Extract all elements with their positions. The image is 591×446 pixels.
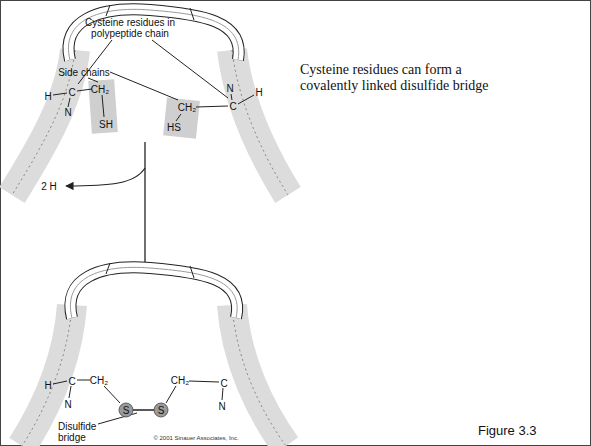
polypeptide-strand (12, 50, 288, 195)
bond-lines (53, 40, 254, 121)
side-chain-highlight (163, 97, 200, 138)
atom-label: CH₂ (90, 375, 108, 386)
atom-label: HS (167, 122, 181, 133)
atom-label: CH₂ (171, 375, 189, 386)
ribbon-loop (70, 263, 237, 318)
atom-label: C (220, 378, 227, 389)
callout-label: Side chains (58, 67, 110, 78)
sulfur-atom (119, 403, 133, 417)
atom-label: CH₂ (91, 84, 109, 95)
atom-label: H (44, 91, 51, 102)
description-text: Cysteine residues can form a covalently … (300, 62, 500, 94)
callout-label: Disulfide bridge (58, 421, 106, 443)
reaction-arrow (144, 142, 145, 270)
atom-label: SH (99, 119, 113, 130)
atom-label: C (229, 101, 236, 112)
atom-label: N (226, 83, 233, 94)
atom-label: N (64, 107, 71, 118)
atom-label: S (158, 405, 165, 416)
atom-label: N (64, 399, 71, 410)
atom-label: N (218, 401, 225, 412)
sulfur-atom (154, 403, 168, 417)
atom-label: C (68, 376, 75, 387)
atom-label: CH₂ (178, 102, 196, 113)
figure-caption: Figure 3.3 (478, 424, 537, 438)
atom-label: C (68, 87, 75, 98)
bond-lines (53, 380, 223, 424)
side-chain-highlight (88, 79, 118, 134)
copyright-note: © 2001 Sinauer Associates, Inc. (153, 435, 238, 442)
atom-label: H (255, 87, 262, 98)
callout-label: Cysteine residues in polypeptide chain (71, 17, 189, 39)
released-atoms: 2 H (41, 181, 57, 192)
release-arrow (66, 168, 145, 186)
ribbon-loop (68, 5, 238, 60)
atom-label: S (123, 405, 130, 416)
polypeptide-strand (22, 305, 286, 446)
atom-label: H (44, 380, 51, 391)
